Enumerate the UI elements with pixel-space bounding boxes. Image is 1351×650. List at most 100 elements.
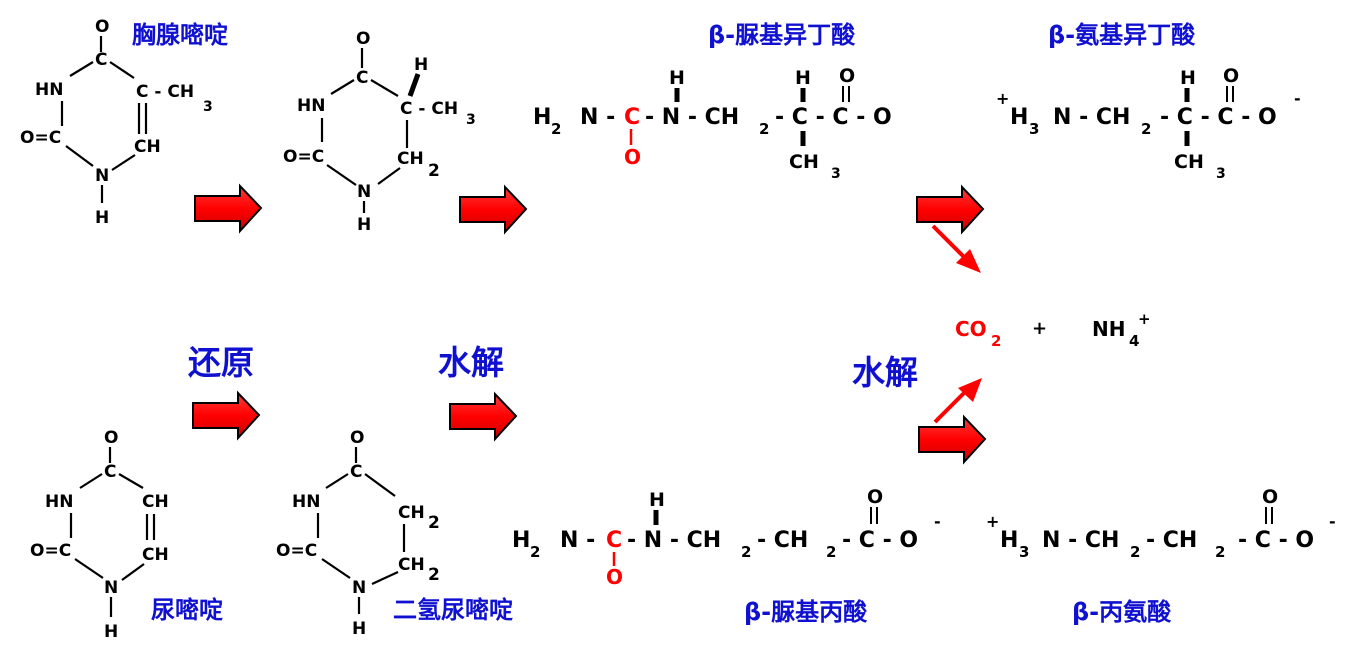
up-h-n: H <box>649 489 665 511</box>
uib-ch3: CH <box>789 151 819 173</box>
dht-n: N <box>357 182 371 202</box>
ala-n-ch: N - CH <box>1042 528 1119 553</box>
thymine-ch: CH <box>134 137 161 157</box>
thymine-hn: HN <box>35 80 63 100</box>
dht-h: H <box>357 215 371 235</box>
dht-hn: HN <box>297 96 325 116</box>
ala-sub2: 2 <box>1130 543 1140 561</box>
dhu-ch2-top: CH <box>398 503 425 523</box>
diagonal-arrow-down <box>931 224 981 273</box>
thymine-n: N <box>95 166 109 186</box>
dht-o-eq-c: O=C <box>283 147 324 167</box>
beta-alanine-structure: + H 3 N - CH 2 - CH 2 - C - O - O <box>986 486 1336 561</box>
uracil-h: H <box>104 622 118 642</box>
beta-alanine-label: β-丙氨酸 <box>1072 598 1172 626</box>
dhu-sub2-top: 2 <box>428 513 440 533</box>
up-o-top: O <box>867 486 883 508</box>
up-n-dash: N - <box>560 528 595 553</box>
uracil-o-eq-c: O=C <box>30 541 71 561</box>
thymine-o-eq-c: O=C <box>20 128 61 148</box>
up-sub2b: 2 <box>741 543 751 561</box>
uib-o-red: O <box>624 145 641 169</box>
aib-sub2: 2 <box>1141 120 1151 138</box>
hydrolysis-label-1: 水解 <box>438 343 504 382</box>
up-n-ch: - N - CH <box>627 528 721 553</box>
up-c-o: - C - O <box>842 528 918 553</box>
ureidoisobutyrate-structure: H 2 N - C O - N - CH H 2 - C - C - O H C… <box>533 65 892 182</box>
dhu-o-eq-c: O=C <box>276 541 317 561</box>
ala-minus: - <box>1329 512 1336 531</box>
arrow-dht-hydrolysis <box>459 184 528 235</box>
uib-sub3: 3 <box>831 166 841 182</box>
dht-ch2-sub: 2 <box>428 161 440 181</box>
dhu-n: N <box>352 578 366 598</box>
uracil-structure: O C HN CH O=C CH N H <box>30 428 169 642</box>
uracil-ch-top: CH <box>142 492 169 512</box>
aib-plus: + <box>996 89 1009 108</box>
dihydrouracil-structure: O C HN CH 2 O=C CH 2 N H <box>276 428 440 639</box>
arrow-uib-hydrolysis <box>916 184 985 235</box>
thymine-c5-ch3: C - CH <box>136 82 194 102</box>
aib-o-top: O <box>1223 65 1239 87</box>
up-sub2: 2 <box>530 543 540 561</box>
aminoisobutyrate-label: β-氨基异丁酸 <box>1048 21 1196 49</box>
dht-o: O <box>356 29 370 49</box>
uib-h-n: H <box>669 67 685 89</box>
thymine-structure: O C HN C - CH 3 O=C CH N H <box>20 17 213 228</box>
up-ch: - CH <box>757 528 808 553</box>
uib-n-ch: - N - CH <box>645 105 739 130</box>
aib-sub3b: 3 <box>1216 166 1226 182</box>
uracil-label: 尿嘧啶 <box>151 596 223 624</box>
uracil-hn: HN <box>45 492 73 512</box>
uib-h-c: H <box>795 67 811 89</box>
dihydrouracil-label: 二氢尿嘧啶 <box>393 596 513 624</box>
dht-ch2: CH <box>397 149 424 169</box>
aib-minus: - <box>1294 89 1301 108</box>
products: CO 2 + NH 4 + <box>955 310 1151 350</box>
dihydrothymine-structure: O C HN H C - CH 3 O=C CH 2 N H <box>283 29 476 235</box>
nh4-sub: 4 <box>1129 332 1139 350</box>
reaction-arrows <box>192 183 987 465</box>
ala-c-o: - C - O <box>1238 528 1314 553</box>
aib-sub3: 3 <box>1029 120 1039 138</box>
ala-ch: - CH <box>1146 528 1197 553</box>
thymine-o: O <box>95 17 109 37</box>
ala-sub3: 3 <box>1019 543 1029 561</box>
uib-c-red: C <box>624 105 640 130</box>
nh4-sup: + <box>1138 310 1151 328</box>
arrow-up-hydrolysis <box>918 414 987 465</box>
uracil-o: O <box>104 428 118 448</box>
up-c-red: C <box>606 528 622 553</box>
ala-h: H <box>1000 528 1018 553</box>
dhu-hn: HN <box>292 492 320 512</box>
arrow-uracil-reduction <box>192 390 261 441</box>
dht-h-top: H <box>414 55 428 75</box>
dht-c5-ch3: C - CH <box>400 99 458 119</box>
dhu-h: H <box>352 619 366 639</box>
co2-text: CO <box>955 317 987 341</box>
uib-o-top: O <box>839 65 855 87</box>
aib-h-c: H <box>1180 67 1196 89</box>
nh4-text: NH <box>1092 317 1125 341</box>
thymine-c4: C <box>95 50 107 70</box>
uracil-ch-bot: CH <box>142 545 169 565</box>
thymine-label: 胸腺嘧啶 <box>132 21 228 49</box>
ureidopropionate-label: β-脲基丙酸 <box>744 598 868 626</box>
up-o-red: O <box>606 565 623 589</box>
dhu-ch2-bot: CH <box>398 555 425 575</box>
aib-ch3: CH <box>1174 151 1204 173</box>
ala-o-top: O <box>1262 486 1278 508</box>
up-minus: - <box>934 512 941 531</box>
thymine-h: H <box>95 208 109 228</box>
hydrolysis-label-2: 水解 <box>852 353 918 392</box>
ureidoisobutyrate-label: β-脲基异丁酸 <box>708 21 856 49</box>
dhu-o: O <box>350 428 364 448</box>
diagonal-arrow-up <box>933 378 982 424</box>
aib-h: H <box>1010 105 1028 130</box>
uracil-c4: C <box>104 462 116 482</box>
ala-plus: + <box>986 512 999 531</box>
aib-c-c-o: - C - C - O <box>1160 105 1277 130</box>
products-plus: + <box>1032 318 1047 339</box>
up-sub2c: 2 <box>826 543 836 561</box>
